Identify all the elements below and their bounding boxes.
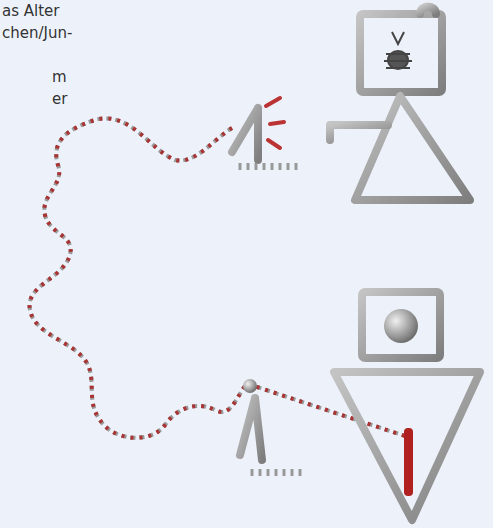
monitor-sphere (384, 309, 418, 343)
keyboard-keys (252, 469, 300, 476)
red-bar (404, 428, 413, 496)
text-fragment: er (52, 90, 67, 108)
signal-rays (266, 98, 284, 148)
sensor-head (243, 379, 257, 393)
text-fragment: as Alter (2, 2, 59, 20)
computer-user-top (232, 7, 470, 201)
text-fragment: chen/Jun- (2, 24, 72, 42)
keyboard-keys (240, 163, 296, 170)
bug-icon (384, 32, 412, 69)
text-fragment: m (52, 68, 67, 86)
computer-user-bottom (240, 292, 480, 520)
cable (30, 118, 405, 437)
